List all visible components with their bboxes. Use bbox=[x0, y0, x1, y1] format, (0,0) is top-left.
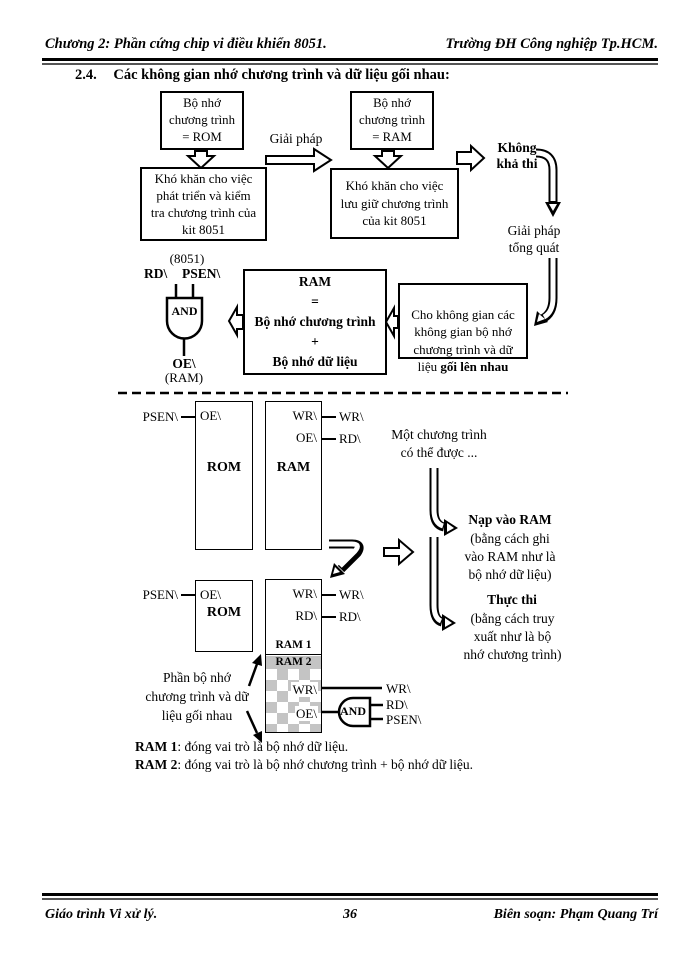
ram1-rd-label: RD\ bbox=[339, 431, 361, 446]
note-ram1: RAM 1: đóng vai trò là bộ nhớ dữ liệu. bbox=[135, 739, 348, 755]
rom2-box: OE\ ROM bbox=[195, 580, 253, 652]
footer-page-number: 36 bbox=[343, 907, 357, 922]
ram2-part2-label: RAM 2 bbox=[266, 656, 321, 669]
ram1-oe-pin: OE\ bbox=[296, 430, 317, 445]
header-rule bbox=[42, 58, 658, 65]
section-title: Các không gian nhớ chương trình và dữ li… bbox=[113, 67, 450, 83]
ram2-wr-label: WR\ bbox=[339, 587, 364, 602]
mot-chuong-trinh-label: Một chương trình có thể được ... bbox=[391, 427, 487, 460]
box-kho-khan-ram: Khó khăn cho việc lưu giữ chương trình c… bbox=[330, 168, 459, 239]
gate1-psen-label: PSEN\ bbox=[182, 266, 221, 281]
note-ram2-term: RAM 2 bbox=[135, 757, 178, 772]
note-ram1-term: RAM 1 bbox=[135, 739, 178, 754]
footer-left: Giáo trình Vi xử lý. bbox=[45, 907, 158, 922]
rom2-psen-label: PSEN\ bbox=[142, 587, 178, 602]
hook-arrow-thuc bbox=[429, 537, 456, 631]
gate2-and-label: AND bbox=[340, 704, 366, 718]
khong-kha-thi-arrow bbox=[456, 143, 486, 173]
gate1-and-label: AND bbox=[171, 304, 198, 318]
gate2-psen-label: PSEN\ bbox=[386, 712, 422, 727]
ram2-part1-label: RAM 1 bbox=[275, 639, 312, 651]
gate1-rd-label: RD\ bbox=[144, 266, 168, 281]
curve-arrow-2 bbox=[534, 258, 558, 326]
pointer-arrow-ram2 bbox=[245, 710, 262, 743]
gate1-chip-label: (8051) bbox=[169, 251, 205, 266]
pointer-arrow-ram1 bbox=[247, 654, 262, 687]
rom1-box: OE\ ROM bbox=[195, 401, 253, 550]
ram1-name: RAM bbox=[276, 460, 311, 475]
giai-phap-tong-quat-label: Giải pháp tổng quát bbox=[507, 223, 561, 255]
rom1-oe-pin: OE\ bbox=[200, 408, 221, 423]
footer-rule bbox=[42, 893, 658, 900]
rom2-name: ROM bbox=[206, 605, 242, 620]
and-gate-2 bbox=[337, 696, 383, 728]
gate2-rd-label: RD\ bbox=[386, 697, 408, 712]
ram2-wr-inner-pin: WR\ bbox=[291, 682, 318, 697]
ram1-box: WR\ OE\ RAM bbox=[265, 401, 322, 550]
box-cho-khong-gian: Cho không gian các không gian bộ nhớ chư… bbox=[398, 283, 528, 374]
section-heading: 2.4. Các không gian nhớ chương trình và … bbox=[75, 67, 450, 84]
footer-right: Biên soạn: Phạm Quang Trí bbox=[493, 907, 658, 922]
down-arrow-rom bbox=[185, 150, 217, 170]
giai-phap-label: Giải pháp bbox=[269, 131, 323, 146]
khong-kha-thi-label: Không khả thi bbox=[496, 140, 538, 171]
ram2-box: WR\ RD\ RAM 1 RAM 2 WR\ OE\ bbox=[265, 579, 322, 733]
note-ram2-text: : đóng vai trò là bộ nhớ chương trình + … bbox=[177, 757, 474, 772]
rom1-name: ROM bbox=[206, 460, 242, 475]
down-arrow-ram bbox=[372, 150, 404, 170]
section-number: 2.4. bbox=[75, 67, 97, 83]
box-prog-rom: Bộ nhớ chương trình = ROM bbox=[160, 91, 244, 150]
thuc-thi-title: Thực thi bbox=[487, 592, 537, 607]
ram1-wr-pin: WR\ bbox=[292, 408, 317, 423]
ram1-wr-label: WR\ bbox=[339, 409, 364, 424]
ram2-oe-pin: RD\ bbox=[295, 608, 317, 623]
arrow-into-andgate bbox=[227, 303, 244, 339]
gate2-wr-label: WR\ bbox=[386, 681, 411, 696]
ram2-rd-label: RD\ bbox=[339, 609, 361, 624]
gate1-ram-label: (RAM) bbox=[164, 370, 204, 385]
z-arrow-to-ram2 bbox=[329, 539, 364, 578]
header-left: Chương 2: Phần cứng chip vi điều khiển 8… bbox=[45, 36, 327, 52]
giai-phap-arrow bbox=[265, 147, 333, 173]
phan-bo-nho-label: Phần bộ nhớ chương trình và dữ liệu gối … bbox=[145, 670, 249, 723]
box-cho-bold-text: gối lên nhau bbox=[440, 359, 509, 374]
thuc-thi-body: (bằng cách truy xuất như là bộ nhớ chươn… bbox=[463, 611, 562, 662]
box-cho-text: Cho không gian các không gian bộ nhớ chư… bbox=[411, 306, 515, 375]
gate1-oe-label: OE\ bbox=[172, 356, 196, 371]
and-gate-1 bbox=[165, 284, 204, 356]
box-prog-ram: Bộ nhớ chương trình = RAM bbox=[350, 91, 434, 150]
ram2-oe-inner-pin: OE\ bbox=[295, 706, 318, 721]
rom1-psen-label: PSEN\ bbox=[142, 409, 178, 424]
between-diagrams-arrow bbox=[383, 537, 415, 567]
arrow-into-ram-eq bbox=[384, 304, 399, 340]
hook-arrow-nap bbox=[429, 468, 458, 536]
nap-vao-ram-title: Nạp vào RAM bbox=[468, 512, 552, 527]
nap-vao-ram-body: (bằng cách ghi vào RAM như là bộ nhớ dữ … bbox=[464, 531, 556, 582]
rom2-oe-pin: OE\ bbox=[200, 587, 221, 602]
curve-arrow-1 bbox=[535, 148, 561, 217]
ram2-wr-pin: WR\ bbox=[292, 586, 317, 601]
overlap-checker-pattern bbox=[266, 669, 321, 732]
header-right: Trường ĐH Công nghiệp Tp.HCM. bbox=[445, 36, 658, 52]
box-ram-equals: RAM = Bộ nhớ chương trình + Bộ nhớ dữ li… bbox=[243, 269, 387, 375]
ram2-divider bbox=[266, 654, 321, 655]
note-ram2: RAM 2: đóng vai trò là bộ nhớ chương trì… bbox=[135, 757, 473, 773]
box-kho-khan-rom: Khó khăn cho việc phát triển và kiểm tra… bbox=[140, 167, 267, 241]
note-ram1-text: : đóng vai trò là bộ nhớ dữ liệu. bbox=[177, 739, 349, 754]
